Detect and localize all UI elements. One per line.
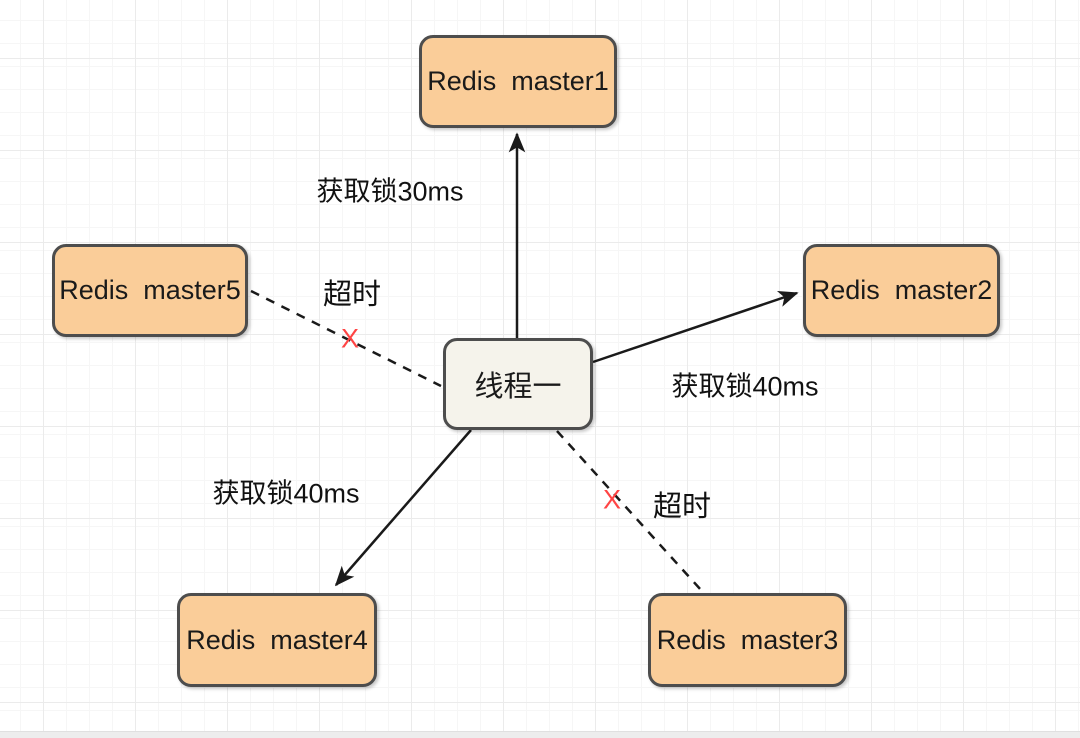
node-redis-master2-label: Redis master2: [810, 275, 993, 305]
edge-label-lock-30ms: 获取锁30ms: [316, 176, 464, 207]
node-redis-master5-label: Redis master5: [59, 275, 241, 305]
edge-label-lock-40ms-right: 获取锁40ms: [671, 371, 819, 402]
edge-label-timeout-left: 超时: [322, 279, 382, 311]
edge-master5-to-thread-dashed: [250, 289, 442, 388]
fail-x-mark-left: X: [340, 323, 360, 354]
edge-label-lock-40ms-left: 获取锁40ms: [212, 478, 360, 509]
node-redis-master3-label: Redis master3: [656, 624, 839, 655]
node-thread-one: 线程一: [443, 338, 593, 430]
node-redis-master1-label: Redis master1: [427, 66, 609, 96]
edge-thread-to-master4: [334, 429, 472, 587]
edge-thread-to-master3-dashed: [556, 430, 702, 591]
edge-thread-to-master2: [592, 290, 799, 364]
node-redis-master2: Redis master2: [803, 244, 1000, 337]
node-redis-master4-label: Redis master4: [186, 624, 368, 655]
canvas-bottom-edge: [0, 731, 1080, 738]
node-thread-one-label: 线程一: [474, 371, 562, 403]
node-redis-master3: Redis master3: [648, 593, 847, 687]
edge-label-timeout-right: 超时: [652, 491, 712, 523]
node-redis-master5: Redis master5: [52, 244, 248, 337]
node-redis-master1: Redis master1: [419, 35, 617, 128]
fail-x-mark-right: X: [602, 484, 622, 515]
node-redis-master4: Redis master4: [177, 593, 377, 687]
